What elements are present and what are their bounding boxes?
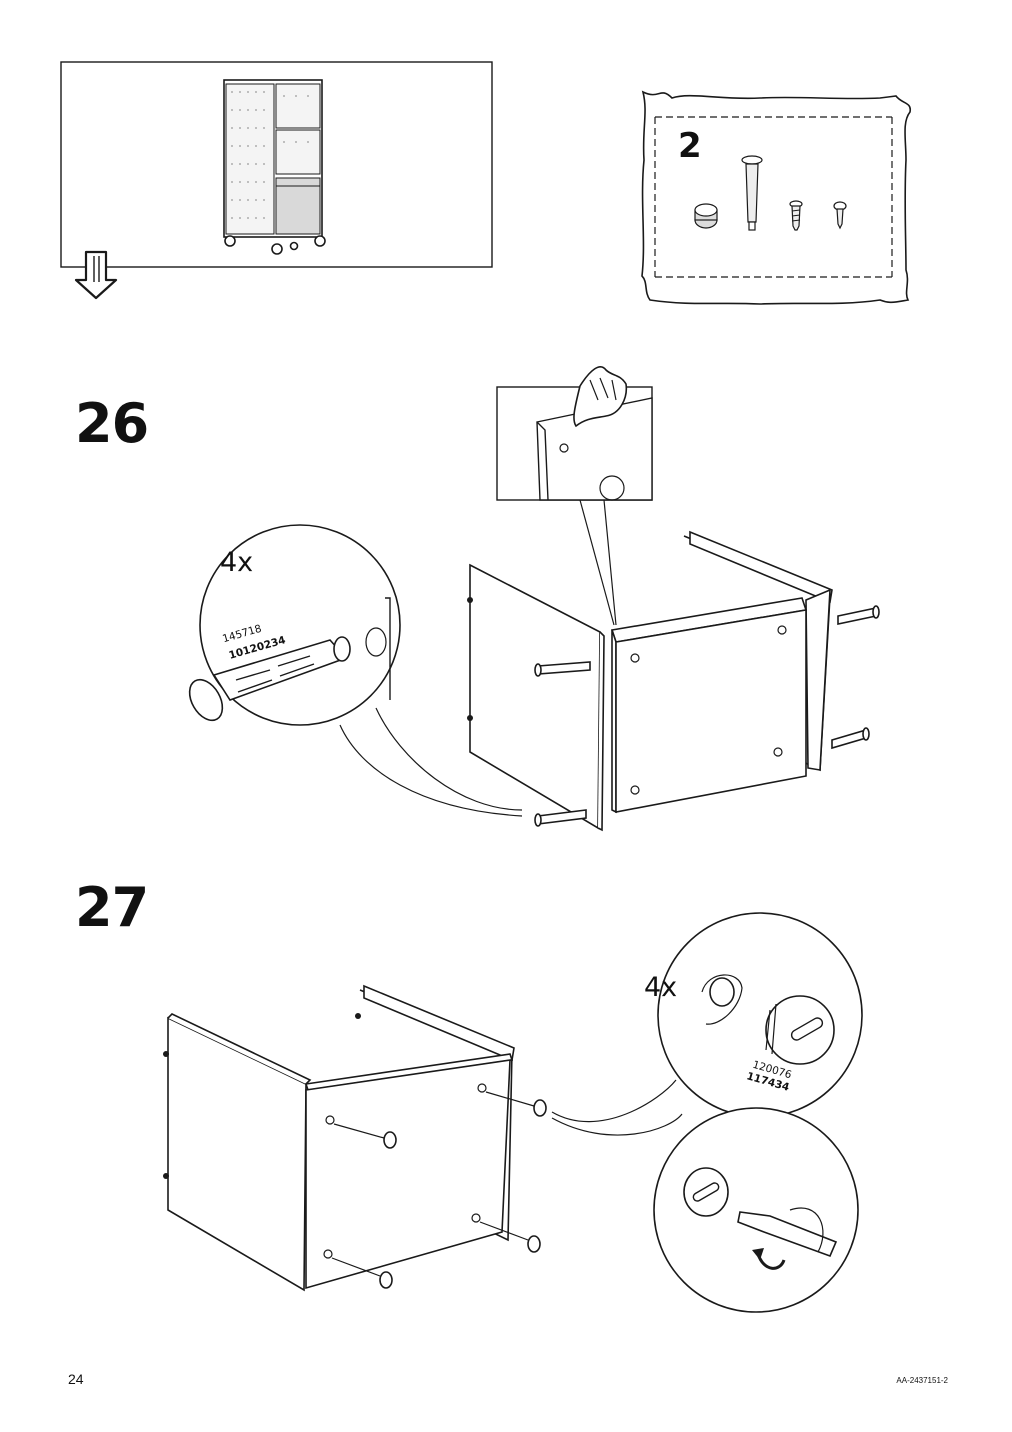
step-26-illustration: 4x 145718 10120234 — [0, 340, 1012, 860]
hardware-bag-icon — [641, 90, 912, 305]
screwdriver-icon — [737, 1207, 838, 1258]
bag-number: 2 — [678, 126, 702, 166]
hand-press-icon — [573, 366, 628, 428]
turn-over-arrow-icon — [74, 250, 118, 300]
dowel-plug-icon — [741, 155, 763, 231]
cam-lock-enlarged-icon — [765, 995, 835, 1065]
quantity-label: 4x — [220, 547, 254, 578]
step-number: 27 — [75, 876, 149, 939]
step-number: 26 — [75, 392, 149, 455]
hardware-bag-panel: 2 — [0, 0, 1012, 320]
rotate-arrow-icon — [752, 1248, 786, 1270]
step-27-illustration: 4x 120076 117434 — [0, 900, 1012, 1320]
overview-panel — [0, 0, 1012, 320]
screw-icon — [789, 200, 803, 231]
dowel-enlarged-icon — [188, 636, 351, 722]
small-screw-icon — [833, 201, 847, 230]
quantity-label: 4x — [644, 972, 678, 1003]
page-number: 24 — [68, 1371, 84, 1387]
document-code: AA-2437151-2 — [896, 1376, 948, 1385]
cam-lock-fitting-icon — [694, 203, 718, 229]
cabinet-overview-illustration — [60, 61, 493, 300]
